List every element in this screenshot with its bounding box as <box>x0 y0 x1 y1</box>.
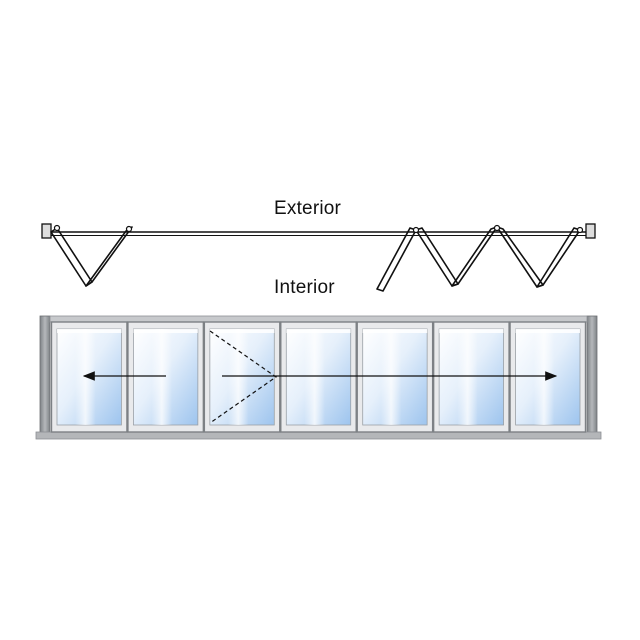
glass-top-highlight <box>286 329 351 333</box>
frame-head <box>49 315 588 323</box>
glass-top-highlight <box>362 329 428 333</box>
glass-top-highlight <box>57 329 122 333</box>
door-panel <box>356 321 434 433</box>
left-jamb-block <box>41 223 52 239</box>
right-hinge-icon <box>493 224 501 232</box>
swing-indicator <box>209 330 278 424</box>
door-panel <box>50 321 128 433</box>
glass-top-highlight <box>209 329 275 333</box>
panel-row <box>50 321 587 433</box>
right-hinge-icon <box>576 226 584 234</box>
glass-sheen <box>227 329 249 425</box>
left-fold-panel-2 <box>85 226 133 287</box>
glass-sheen <box>304 329 325 425</box>
glass-sheen <box>75 329 96 425</box>
glass-top-highlight <box>439 329 504 333</box>
glass-sheen <box>457 329 478 425</box>
glass-sheen <box>151 329 173 425</box>
left-hinge-icon <box>53 224 61 232</box>
glass-sheen <box>533 329 555 425</box>
glass-top-highlight <box>515 329 580 333</box>
right-hinge-icon <box>412 226 420 234</box>
interior-label: Interior <box>274 277 335 298</box>
door-sill <box>35 431 602 440</box>
glass-top-highlight <box>133 329 198 333</box>
frame-left-jamb <box>39 315 51 434</box>
left-hinge-icon <box>125 225 133 233</box>
glass-sheen <box>380 329 402 425</box>
frame-right-jamb <box>586 315 598 434</box>
door-panel <box>203 321 281 433</box>
door-panel <box>509 321 587 433</box>
door-panel <box>127 321 205 433</box>
right-jamb-block <box>585 223 596 239</box>
door-panel <box>432 321 510 433</box>
door-panel <box>280 321 357 433</box>
exterior-label: Exterior <box>274 198 342 219</box>
